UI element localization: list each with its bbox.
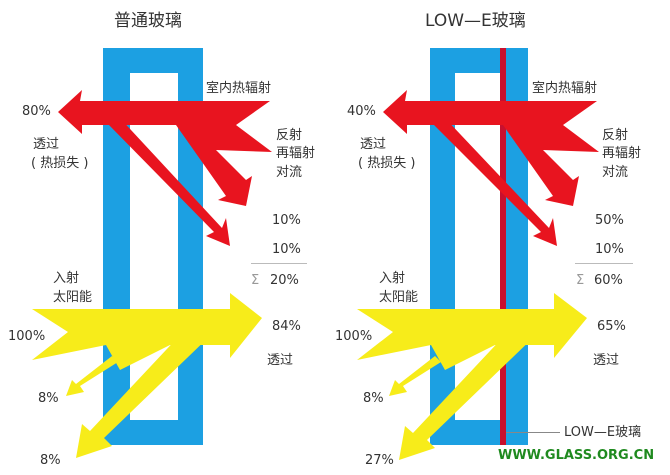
heat-loss-label-line1: 透过 <box>33 137 60 152</box>
solar-incident-pct: 100% <box>8 329 46 344</box>
reflect-label-line1: 反射 <box>602 128 629 143</box>
lowe-callout-label: LOW—E玻璃 <box>564 425 642 440</box>
solar-reflect-small-pct: 8% <box>363 391 384 406</box>
reflect-label-line2: 再辐射 <box>602 146 642 161</box>
lowe-glass-diagram <box>357 48 599 460</box>
sum-symbol: Σ <box>251 273 260 288</box>
heat-reradiate-arrow <box>108 116 230 246</box>
reflect-pct: 50% <box>595 213 624 228</box>
heat-loss-label-line2: ( 热损失 ) <box>31 156 89 171</box>
reflect-pct: 10% <box>272 213 301 228</box>
solar-reflect-small-pct: 8% <box>38 391 59 406</box>
solar-transmitted-label: 透过 <box>593 353 620 368</box>
heat-loss-label-line2: ( 热损失 ) <box>358 156 416 171</box>
solar-transmitted-pct: 84% <box>272 319 301 334</box>
solar-label-line2: 太阳能 <box>379 290 419 305</box>
solar-transmitted-pct: 65% <box>597 319 626 334</box>
solar-transmitted-label: 透过 <box>267 353 294 368</box>
heat-loss-label-line1: 透过 <box>360 137 387 152</box>
solar-reflect-small-arrow <box>389 356 441 396</box>
solar-label-line1: 入射 <box>379 271 406 286</box>
reradiate-pct: 10% <box>595 242 624 257</box>
indoor-radiation-label: 室内热辐射 <box>206 81 272 96</box>
reflect-label-line3: 对流 <box>602 165 629 180</box>
lowe-glass-title: LOW—E玻璃 <box>425 11 526 31</box>
indoor-radiation-label: 室内热辐射 <box>532 81 598 96</box>
solar-label-line2: 太阳能 <box>53 290 93 305</box>
solar-reflect-large-pct: 8% <box>40 453 61 468</box>
ordinary-glass-panel: 普通玻璃 室内热辐射 80% 透过 ( 热损失 ) 反射 再辐射 对流 10% … <box>8 11 316 468</box>
lowe-coating-stripe <box>500 48 506 445</box>
reflect-label-line3: 对流 <box>276 165 303 180</box>
sum-symbol: Σ <box>576 273 585 288</box>
sum-divider <box>251 263 307 264</box>
solar-reflect-large-arrow <box>399 318 539 460</box>
reflect-label-line1: 反射 <box>276 128 303 143</box>
reflect-label-line2: 再辐射 <box>276 146 316 161</box>
lowe-callout-leader <box>506 432 560 433</box>
solar-label-line1: 入射 <box>53 271 80 286</box>
solar-transmit-arrow <box>357 293 587 370</box>
solar-transmit-arrow <box>32 293 262 370</box>
sum-pct: 60% <box>594 273 623 288</box>
heat-transmitted-pct: 40% <box>347 104 376 119</box>
ordinary-glass-title: 普通玻璃 <box>114 11 182 31</box>
heat-transmitted-pct: 80% <box>22 104 51 119</box>
reradiate-pct: 10% <box>272 242 301 257</box>
sum-divider <box>575 263 633 264</box>
heat-main-arrow <box>383 90 599 206</box>
solar-reflect-large-arrow <box>76 318 214 458</box>
solar-reflect-small-arrow <box>66 356 118 396</box>
sum-pct: 20% <box>270 273 299 288</box>
solar-incident-pct: 100% <box>335 329 373 344</box>
heat-main-arrow <box>58 90 272 206</box>
ordinary-glass-diagram <box>32 48 272 458</box>
lowe-glass-panel: LOW—E玻璃 室内热辐射 40% 透过 ( 热损失 ) 反射 再辐射 对流 5… <box>335 0 670 475</box>
solar-reflect-large-pct: 27% <box>365 453 394 468</box>
watermark: WWW.GLASS.ORG.CN <box>498 448 655 463</box>
heat-reradiate-arrow <box>433 116 557 246</box>
